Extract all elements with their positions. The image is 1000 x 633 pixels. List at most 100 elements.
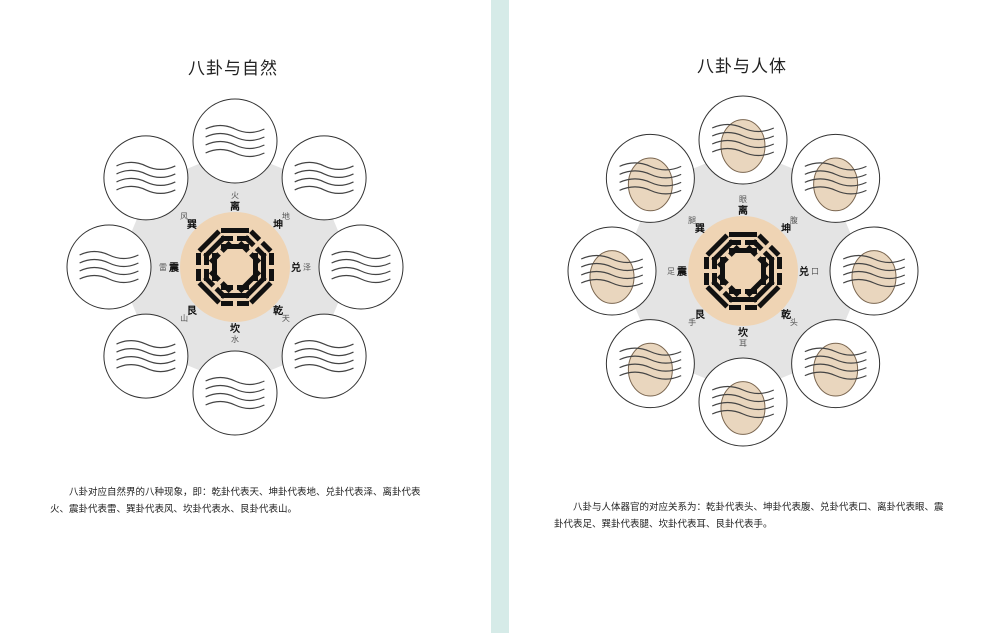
trigram-name: 震 xyxy=(677,266,688,278)
trigram-name: 坤 xyxy=(273,218,283,231)
mountain-icon xyxy=(103,313,189,399)
trigram-name: 巽 xyxy=(187,219,197,231)
trigram-meaning: 耳 xyxy=(739,339,747,348)
trigram-wind xyxy=(197,229,233,265)
trigram-meaning: 山 xyxy=(180,313,188,323)
trigram-name: 艮 xyxy=(187,305,198,317)
yang-line xyxy=(729,232,757,237)
trigram-hand xyxy=(705,273,741,309)
trigram-meaning: 足 xyxy=(667,267,675,276)
yin-line xyxy=(716,256,729,269)
foot-icon xyxy=(567,226,657,316)
yin-line xyxy=(729,240,741,245)
yang-line xyxy=(243,275,267,299)
trigram-name: 乾 xyxy=(781,308,791,321)
yang-line xyxy=(197,281,221,305)
trigram-name: 坤 xyxy=(781,222,791,235)
yang-line xyxy=(203,235,227,259)
yin-line xyxy=(260,240,273,253)
trigram-name: 震 xyxy=(169,262,180,274)
page-paragraph: 八卦与人体器官的对应关系为：乾卦代表头、坤卦代表腹、兑卦代表口、离卦代表眼、震卦… xyxy=(554,502,944,530)
page-title: 八卦与自然 xyxy=(188,59,278,79)
trigram-name: 巽 xyxy=(695,223,705,235)
yin-line xyxy=(722,290,735,303)
yang-line xyxy=(249,281,273,305)
bagua-body-diagram: 离眼坤腹兑口乾头坎耳艮手震足巽腿 xyxy=(567,95,919,447)
yin-line xyxy=(221,236,233,241)
yang-line xyxy=(751,279,775,303)
yin-line xyxy=(729,305,741,310)
yang-line xyxy=(221,228,249,233)
legs-icon xyxy=(605,133,695,223)
trigram-legs xyxy=(705,233,741,269)
trigram-meaning: 水 xyxy=(231,334,239,344)
trigram-eye xyxy=(729,232,757,253)
page-title: 八卦与人体 xyxy=(697,57,787,77)
yin-line xyxy=(237,240,250,253)
trigram-meaning: 手 xyxy=(688,317,696,327)
yin-line xyxy=(745,244,758,257)
fire-icon xyxy=(192,98,278,184)
trigram-name: 离 xyxy=(738,204,748,217)
trigram-name: 离 xyxy=(230,200,240,213)
yin-line xyxy=(269,253,274,265)
field-icon xyxy=(281,135,367,221)
sun-sky-icon xyxy=(281,313,367,399)
trigram-name: 兑 xyxy=(291,261,301,274)
trigram-name: 坎 xyxy=(230,322,241,335)
page-nature: 八卦与自然 离火坤地兑泽乾天坎水艮山震雷巽风 八卦对应自然界的八种现象，即：乾卦… xyxy=(0,0,491,633)
yang-line xyxy=(197,229,221,253)
yin-line xyxy=(745,289,757,294)
yin-line xyxy=(220,281,233,294)
trigram-meaning: 天 xyxy=(282,314,290,323)
thunder-icon xyxy=(66,224,152,310)
yin-line xyxy=(712,273,717,285)
yang-line xyxy=(705,233,729,257)
yang-line xyxy=(705,285,729,309)
yin-line xyxy=(745,305,757,310)
yang-line xyxy=(261,253,266,281)
yang-line xyxy=(221,244,249,249)
yin-line xyxy=(768,244,781,257)
yin-line xyxy=(751,239,764,252)
yin-line xyxy=(221,301,233,306)
mouth-icon xyxy=(829,226,919,316)
trigram-name: 乾 xyxy=(273,304,283,317)
yin-line xyxy=(249,229,262,242)
yin-line xyxy=(757,233,770,246)
yin-line xyxy=(196,269,201,281)
page-body: 八卦与人体 离眼坤腹兑口乾头坎耳艮手震足巽腿 八卦与人体器官的对应关系为：乾卦代… xyxy=(509,0,1000,633)
waves-icon xyxy=(192,350,278,436)
yin-line xyxy=(269,269,274,281)
yin-line xyxy=(237,301,249,306)
yin-line xyxy=(214,286,227,299)
trigram-meaning: 火 xyxy=(231,191,239,200)
yin-line xyxy=(208,252,221,265)
trigram-lake xyxy=(253,253,274,281)
yin-line xyxy=(777,273,782,285)
bagua-nature-diagram: 离火坤地兑泽乾天坎水 艮山 震雷 巽风 xyxy=(66,98,404,436)
yin-line xyxy=(243,235,256,248)
trigram-name: 坎 xyxy=(738,326,749,339)
trigram-meaning: 风 xyxy=(180,212,188,221)
yin-line xyxy=(728,285,741,298)
head-icon xyxy=(791,319,881,409)
trigram-meaning: 雷 xyxy=(159,263,167,272)
yin-line xyxy=(745,240,757,245)
trigram-name: 兑 xyxy=(799,265,809,278)
wind-icon xyxy=(103,135,189,221)
trigram-meaning: 地 xyxy=(282,211,290,221)
trigram-meaning: 泽 xyxy=(303,263,311,272)
yin-line xyxy=(237,285,249,290)
yin-line xyxy=(704,257,709,269)
trigram-meaning: 腹 xyxy=(790,215,798,225)
yin-line xyxy=(204,269,209,281)
yang-line xyxy=(729,297,757,302)
eye-icon xyxy=(698,95,788,185)
trigram-torso xyxy=(745,233,781,269)
yang-line xyxy=(729,248,757,253)
trigram-name: 艮 xyxy=(695,309,706,321)
hand-icon xyxy=(605,319,695,409)
yin-line xyxy=(704,273,709,285)
trigram-meaning: 眼 xyxy=(739,195,747,204)
